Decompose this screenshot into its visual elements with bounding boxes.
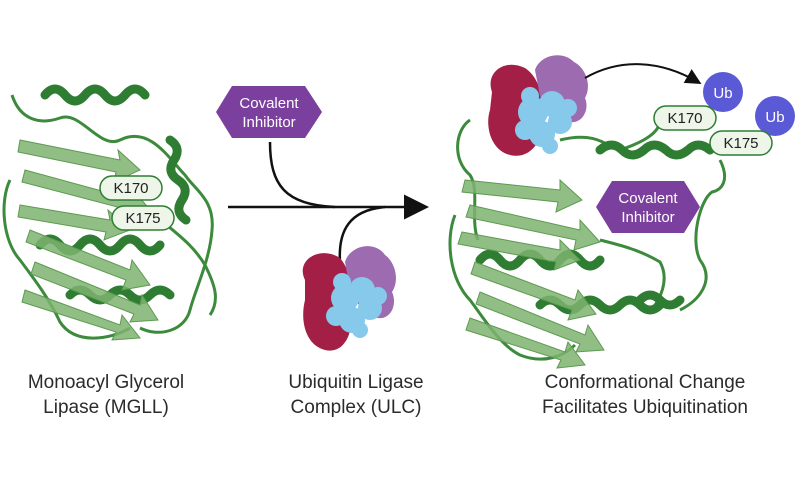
ubiquitin-ligase-complex (302, 246, 396, 351)
protein-strand (461, 178, 583, 213)
conformational-caption-line-2: Facilitates Ubiquitination (542, 397, 748, 418)
protein-helix (595, 140, 715, 160)
protein-strand (17, 204, 131, 241)
ubiquitin-2: Ub (755, 96, 795, 136)
protein-strand (465, 317, 586, 369)
protein-strand (25, 229, 151, 291)
mgll-ulc-complex: Ub Ub K170 K175 Covalent Inhibitor (448, 55, 795, 369)
mgll-caption: Monoacyl Glycerol Lipase (MGLL) (0, 370, 212, 420)
protein-strand (30, 261, 159, 323)
svg-text:K170: K170 (113, 180, 148, 197)
residue-k170: K170 (99, 175, 163, 201)
ubiquitin-transfer-arrow (584, 63, 702, 85)
svg-text:Ub: Ub (765, 109, 784, 126)
protein-loop (10, 94, 214, 334)
protein-helix (40, 84, 150, 106)
protein-strand (21, 289, 141, 341)
svg-text:Ub: Ub (713, 85, 732, 102)
protein-strand (457, 231, 581, 271)
protein-strand (470, 261, 597, 321)
conformational-caption: Conformational Change Facilitates Ubiqui… (500, 370, 790, 420)
protein-helix (635, 290, 685, 310)
ulc-caption-line-1: Ubiquitin Ligase (288, 372, 424, 393)
protein-helix (165, 135, 191, 225)
covalent-inhibitor-bound: Covalent Inhibitor (596, 181, 700, 233)
ulc-caption: Ubiquitin Ligase Complex (ULC) (250, 370, 462, 420)
svg-text:Covalent: Covalent (618, 190, 678, 207)
covalent-inhibitor-hexagon: Covalent Inhibitor (216, 86, 322, 138)
ubiquitin-1: Ub (703, 72, 743, 112)
conformational-caption-line-1: Conformational Change (544, 372, 746, 393)
mgll-caption-line-2: Lipase (MGLL) (43, 397, 169, 418)
mgll-protein: K170 K175 (2, 84, 217, 341)
protein-loop (456, 118, 480, 241)
mgll-caption-line-1: Monoacyl Glycerol (27, 372, 185, 393)
residue-k170-right: K170 (653, 105, 717, 131)
inhibitor-curve (268, 141, 336, 209)
svg-text:K175: K175 (125, 210, 160, 227)
residue-k175: K175 (111, 205, 175, 231)
protein-strand (475, 291, 605, 353)
protein-loop (679, 159, 726, 312)
ulc-caption-line-2: Complex (ULC) (290, 397, 422, 418)
svg-text:Inhibitor: Inhibitor (242, 114, 295, 131)
ubiquitin-ligase-complex-bound (488, 55, 588, 156)
protein-loop (2, 179, 131, 340)
ligase-curve (338, 205, 386, 263)
svg-text:Inhibitor: Inhibitor (621, 209, 674, 226)
svg-text:K170: K170 (667, 110, 702, 127)
svg-text:Covalent: Covalent (239, 95, 299, 112)
protein-strand (465, 204, 601, 251)
svg-text:K175: K175 (723, 135, 758, 152)
residue-k175-right: K175 (709, 130, 773, 156)
